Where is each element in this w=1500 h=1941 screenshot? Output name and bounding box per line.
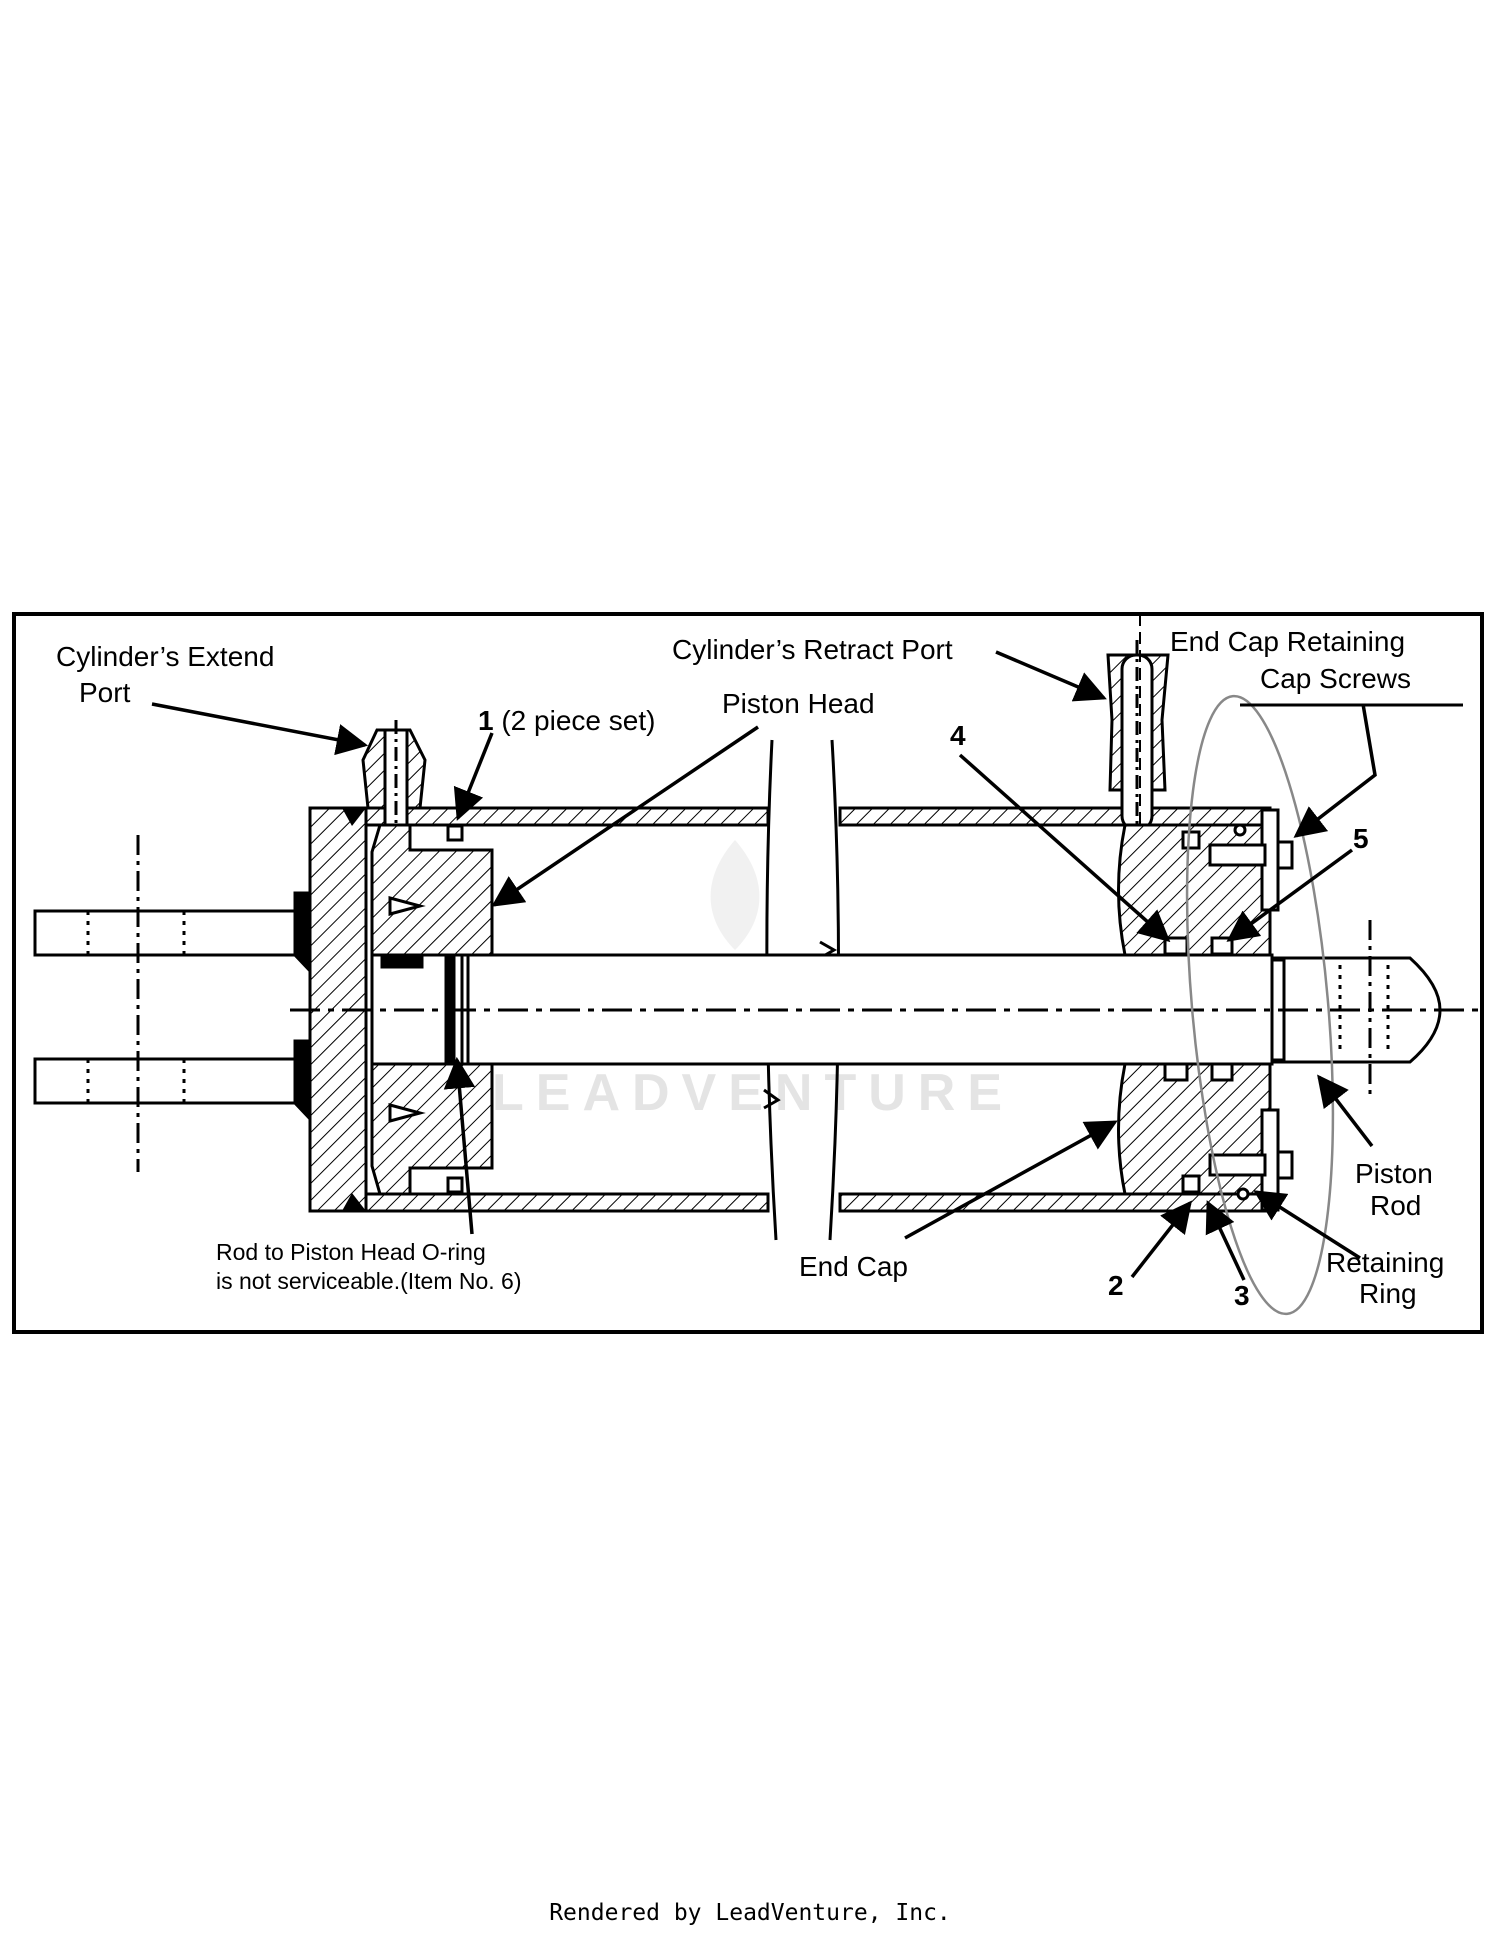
label-extend-port-line2: Port: [79, 677, 131, 708]
label-end-cap: End Cap: [799, 1251, 908, 1282]
rear-clevis: [33, 835, 314, 1172]
label-item-3: 3: [1234, 1280, 1250, 1311]
diagram-frame: [12, 612, 1484, 1334]
label-piston-rod-line2: Rod: [1370, 1190, 1421, 1221]
label-end-cap-screws-line1: End Cap Retaining: [1170, 626, 1405, 657]
label-piston-head: Piston Head: [722, 688, 875, 719]
label-item-4: 4: [950, 720, 966, 751]
label-item-5: 5: [1353, 823, 1369, 854]
extend-port-fitting: [361, 720, 427, 830]
label-item-1: 1 (2 piece set): [478, 705, 655, 736]
cap-screws: [1208, 808, 1294, 1212]
label-oring-note-line1: Rod to Piston Head O-ring: [216, 1239, 486, 1265]
footer-credit: Rendered by LeadVenture, Inc.: [549, 1900, 951, 1926]
label-piston-rod-line1: Piston: [1355, 1158, 1433, 1189]
label-retaining-ring-line2: Ring: [1359, 1278, 1417, 1309]
label-retract-port: Cylinder’s Retract Port: [672, 634, 953, 665]
highlight-ellipse: [1185, 694, 1335, 1316]
label-item-2: 2: [1108, 1270, 1124, 1301]
label-end-cap-screws-line2: Cap Screws: [1260, 663, 1411, 694]
label-extend-port-line1: Cylinder’s Extend: [56, 641, 274, 672]
label-retaining-ring-line1: Retaining: [1326, 1247, 1444, 1278]
label-oring-note-line2: is not serviceable.(Item No. 6): [216, 1268, 522, 1294]
watermark-text: LEADVENTURE: [492, 1064, 1014, 1122]
piston-head: [370, 823, 494, 1196]
callout-arrows: [151, 650, 1377, 1281]
